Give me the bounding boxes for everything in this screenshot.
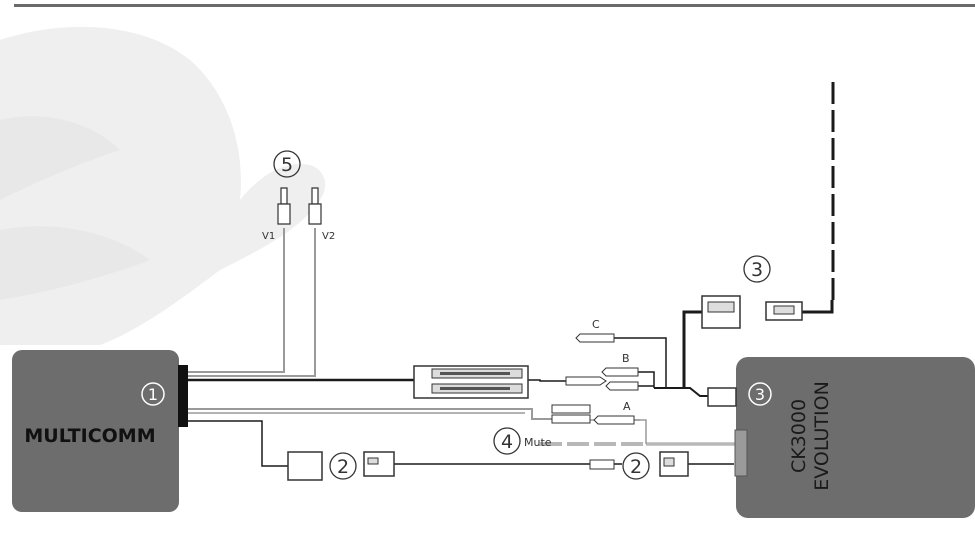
evolution-line2: EVOLUTION: [811, 381, 833, 491]
wire-merge: [654, 387, 708, 397]
multicomm-number: 1: [148, 385, 158, 404]
label-v1: V1: [262, 231, 275, 242]
label-c: C: [592, 318, 600, 331]
connector-ck: [707, 387, 737, 407]
label-a: A: [623, 400, 631, 413]
callout-4: 4: [493, 427, 521, 455]
wire-b-top: [638, 371, 655, 388]
svg-text:5: 5: [281, 154, 293, 176]
svg-text:4: 4: [501, 431, 513, 453]
callout-2-left: 2: [329, 452, 357, 480]
wire-v2: [188, 228, 316, 377]
plug-b1: [601, 367, 639, 377]
jack-v2: [308, 187, 322, 225]
wire-lower: [188, 420, 288, 467]
evolution-side-port: [734, 429, 748, 477]
wire-mute: [188, 408, 552, 420]
wires: [188, 82, 835, 467]
wire-v1: [188, 228, 285, 373]
wire-c: [614, 337, 667, 388]
plug-main: [565, 376, 607, 386]
plug-mute-1: [551, 404, 591, 414]
wire-a-down: [634, 419, 647, 444]
bird-watermark: [0, 26, 326, 345]
label-v2: V2: [322, 231, 335, 242]
top-rule: [14, 4, 975, 7]
label-mute: Mute: [524, 436, 552, 449]
evolution-module: 3 CK3000 EVOLUTION: [734, 357, 975, 518]
callout-5: 5: [273, 150, 301, 178]
evolution-number-circle: [748, 382, 772, 406]
plugs: [551, 333, 639, 470]
plug-a: [593, 415, 635, 425]
connector-2-left: [287, 451, 395, 481]
plug-b2: [605, 381, 639, 391]
multicomm-title: MULTICOMM: [24, 425, 155, 447]
label-b: B: [622, 352, 630, 365]
plug-mute-2: [551, 414, 591, 424]
connector-3: [701, 295, 803, 329]
wire-to-c3: [682, 310, 702, 388]
wire-main-out: [527, 379, 566, 382]
evolution-number: 3: [755, 385, 765, 404]
evolution-line1: CK3000: [788, 399, 810, 473]
svg-text:2: 2: [630, 456, 642, 478]
multicomm-module: 1 MULTICOMM: [12, 350, 188, 512]
connector-2-right: [659, 451, 689, 477]
plug-lower: [589, 459, 615, 470]
callout-2-right: 2: [622, 452, 650, 480]
multicomm-connector: [178, 365, 188, 427]
jack-v1: [277, 187, 291, 225]
inline-filter: [413, 365, 529, 399]
wire-c3-right: [802, 300, 834, 314]
svg-text:2: 2: [337, 456, 349, 478]
multicomm-number-circle: [141, 382, 165, 406]
svg-text:3: 3: [751, 259, 763, 281]
callout-3-top: 3: [743, 255, 771, 283]
plug-c: [575, 333, 615, 343]
